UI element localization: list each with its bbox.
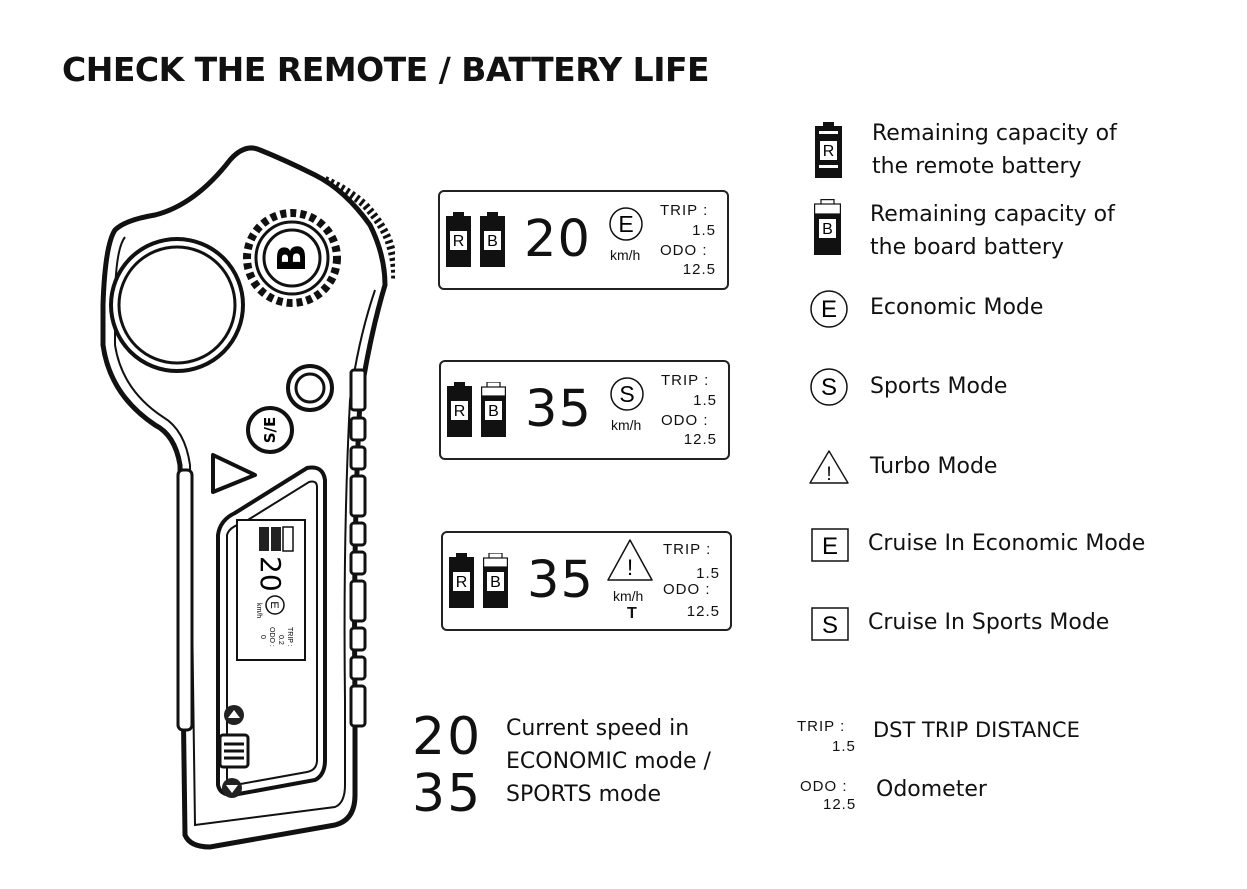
speed-readout: 35: [525, 380, 592, 439]
logo-gear-icon: [243, 209, 341, 307]
cruise-economic-legend-text: Cruise In Economic Mode: [868, 531, 1146, 556]
remote-battery-legend-line2: the remote battery: [872, 154, 1082, 179]
odo-value: 12.5: [686, 603, 720, 620]
se-button-label: S/E: [261, 417, 279, 444]
odo-info-value: 12.5: [823, 796, 857, 813]
trip-label: TRIP :: [663, 541, 712, 558]
mini-odo-value: 0: [259, 635, 266, 639]
svg-text:B: B: [488, 403, 499, 420]
turbo-mode-legend-icon: !: [809, 450, 849, 485]
speed-unit: km/h: [611, 417, 642, 433]
speed-readout: 35: [527, 551, 594, 610]
svg-text:B: B: [490, 574, 501, 591]
economic-mode-legend-text: Economic Mode: [870, 295, 1044, 320]
svg-text:!: !: [627, 555, 633, 580]
speed-info-line1: Current speed in: [506, 716, 690, 741]
lcd-screen-turbo: R B 35 ! km/h T TRIP : 1.5 ODO : 12.5: [441, 531, 732, 631]
trip-label: TRIP :: [660, 202, 709, 219]
svg-text:!: !: [826, 464, 831, 485]
remote-battery-icon: R: [447, 382, 472, 437]
board-battery-icon: B: [481, 382, 506, 437]
lcd-screen-sports: R B 35 S km/h TRIP : 1.5 ODO : 12.5: [439, 360, 730, 460]
mini-speed: 20: [254, 556, 287, 592]
odo-info-text: Odometer: [876, 777, 987, 802]
turbo-mode-icon: !: [607, 539, 653, 581]
economic-mode-icon: E: [609, 207, 643, 241]
trip-info-value: 1.5: [832, 738, 856, 755]
sports-mode-icon: S: [610, 377, 644, 411]
sports-mode-legend-text: Sports Mode: [870, 374, 1008, 399]
remote-battery-legend-line1: Remaining capacity of: [872, 121, 1117, 146]
se-button[interactable]: [246, 406, 294, 454]
svg-text:E: E: [821, 296, 837, 323]
trip-value: 1.5: [693, 392, 717, 409]
remote-battery-legend-icon: R: [815, 122, 842, 178]
mini-trip-label: TRIP :: [286, 627, 293, 647]
cruise-sports-legend-text: Cruise In Sports Mode: [868, 610, 1110, 635]
trip-info-label: TRIP :: [797, 718, 846, 735]
speed-readout: 20: [524, 210, 591, 269]
turbo-mode-legend-text: Turbo Mode: [870, 454, 998, 479]
thumb-wheel: [323, 176, 395, 280]
economic-mode-legend-icon: E: [810, 290, 848, 328]
sports-mode-legend-icon: S: [810, 368, 848, 406]
remote-battery-icon: R: [449, 553, 474, 608]
odo-label: ODO :: [661, 412, 709, 429]
odo-info-label: ODO :: [800, 778, 848, 795]
speed-info-line3: SPORTS mode: [506, 782, 662, 807]
trip-info-text: DST TRIP DISTANCE: [873, 718, 1080, 742]
page-title: CHECK THE REMOTE / BATTERY LIFE: [62, 50, 710, 89]
svg-text:E: E: [822, 533, 838, 560]
speed-example-economic: 20: [412, 707, 483, 767]
speed-unit: km/h: [613, 588, 644, 604]
svg-text:S: S: [821, 374, 837, 401]
remote-battery-icon: R: [446, 212, 471, 267]
board-battery-icon: B: [480, 212, 505, 267]
svg-text:R: R: [453, 233, 465, 250]
side-grip: [349, 368, 367, 728]
cruise-economic-legend-icon: E: [811, 528, 849, 562]
svg-text:R: R: [823, 143, 835, 160]
speed-info-line2: ECONOMIC mode /: [506, 749, 711, 774]
remote-illustration: B S/E 20 E km/h TRIP : 0.2 ODO : 0: [100, 145, 395, 850]
odo-value: 12.5: [682, 261, 716, 278]
logo-letter: B: [270, 244, 314, 273]
mini-odo-label: ODO :: [268, 627, 275, 647]
board-battery-legend-line2: the board battery: [870, 235, 1064, 260]
mini-trip-value: 0.2: [277, 635, 284, 645]
svg-text:S: S: [822, 612, 838, 639]
trip-value: 1.5: [692, 222, 716, 239]
board-battery-icon: B: [483, 553, 508, 608]
svg-text:B: B: [487, 233, 498, 250]
trip-label: TRIP :: [661, 372, 710, 389]
svg-text:R: R: [456, 574, 468, 591]
board-battery-legend-icon: B: [814, 199, 841, 255]
speed-example-sports: 35: [412, 764, 483, 824]
svg-text:R: R: [454, 403, 466, 420]
turbo-button[interactable]: [211, 453, 257, 494]
odo-label: ODO :: [660, 242, 708, 259]
svg-text:S: S: [619, 381, 634, 407]
turbo-cruise-flag: T: [627, 605, 637, 622]
mini-unit: km/h: [255, 603, 262, 618]
speed-unit: km/h: [610, 247, 641, 263]
odo-label: ODO :: [663, 581, 711, 598]
svg-text:B: B: [822, 221, 833, 238]
cruise-sports-legend-icon: S: [811, 607, 849, 641]
lcd-screen-economic: R B 20 E km/h TRIP : 1.5 ODO : 12.5: [438, 190, 729, 290]
svg-text:E: E: [618, 211, 633, 237]
trip-value: 1.5: [696, 565, 720, 582]
board-battery-legend-line1: Remaining capacity of: [870, 202, 1115, 227]
odo-value: 12.5: [683, 431, 717, 448]
mini-mode: E: [268, 601, 280, 608]
